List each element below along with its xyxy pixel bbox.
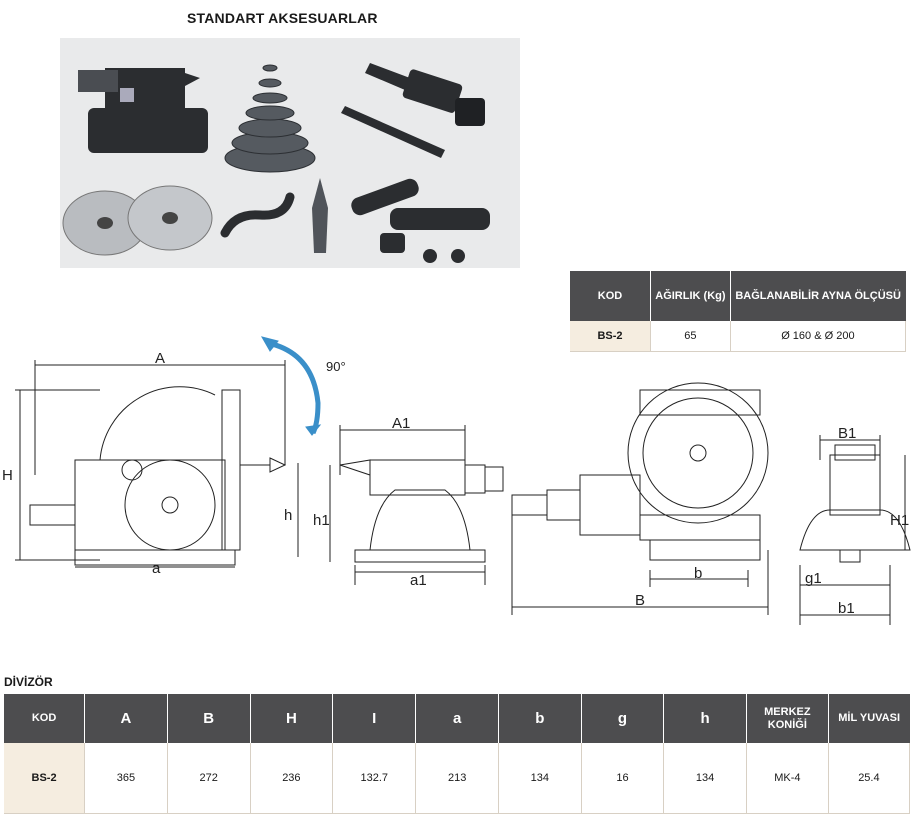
- label-b: b: [694, 565, 702, 582]
- header-kod: KOD: [570, 271, 651, 321]
- divizor-title: DİVİZÖR: [4, 675, 53, 689]
- label-h: h: [284, 507, 292, 524]
- end-view: [799, 435, 911, 625]
- header-kod: KOD: [4, 694, 86, 743]
- weight-table-header: KOD AĞIRLIK (Kg) BAĞLANABİLİR AYNA ÖLÇÜS…: [570, 271, 906, 321]
- cell-A: 365: [84, 743, 168, 814]
- cell-B: 272: [167, 743, 251, 814]
- cell-center-taper: MK-4: [746, 743, 829, 814]
- cell-code: BS-2: [4, 743, 86, 814]
- gear-set-image: [224, 64, 316, 173]
- cell-b: 134: [498, 743, 582, 814]
- table-row: BS-2 65 Ø 160 & Ø 200: [570, 321, 907, 352]
- header-center-taper: MERKEZ KONİĞİ: [746, 694, 829, 743]
- cell-weight: 65: [650, 321, 731, 352]
- arbor-image: [341, 63, 485, 158]
- cell-chuck-size: Ø 160 & Ø 200: [730, 321, 907, 352]
- dividing-head-front-view: [511, 382, 769, 615]
- header-h: h: [663, 694, 747, 743]
- label-A1: A1: [392, 415, 410, 432]
- table-row: BS-2 365 272 236 132.7 213 134 16 134 MK…: [4, 743, 911, 814]
- dimension-table-header: KOD A B H I a b g h MERKEZ KONİĞİ MİL YU…: [4, 694, 910, 743]
- cell-I: 132.7: [332, 743, 417, 814]
- tailstock-view: [329, 425, 504, 585]
- header-H: H: [250, 694, 334, 743]
- cell-code: BS-2: [570, 321, 651, 352]
- label-a: a: [152, 560, 161, 577]
- cell-shaft-bore: 25.4: [828, 743, 911, 814]
- label-A: A: [155, 350, 165, 367]
- clamp-image: [351, 178, 490, 263]
- label-b1: b1: [838, 600, 855, 617]
- header-b: b: [498, 694, 582, 743]
- index-plates-image: [62, 185, 213, 256]
- label-a1: a1: [410, 572, 427, 589]
- cell-h: 134: [663, 743, 747, 814]
- header-weight: AĞIRLIK (Kg): [650, 271, 731, 321]
- label-90-degree: 90°: [326, 359, 346, 374]
- label-H1: H1: [890, 512, 909, 529]
- cell-H: 236: [250, 743, 334, 814]
- weight-table: KOD AĞIRLIK (Kg) BAĞLANABİLİR AYNA ÖLÇÜS…: [570, 271, 907, 352]
- dimension-table: KOD A B H I a b g h MERKEZ KONİĞİ MİL YU…: [4, 694, 911, 814]
- label-B: B: [635, 592, 645, 609]
- technical-drawing: A 90° H h a A1 h1 a1 b B B1 H1 g1 b1: [2, 336, 911, 625]
- label-h1: h1: [313, 512, 330, 529]
- header-shaft-bore: MİL YUVASI: [828, 694, 910, 743]
- label-g1: g1: [805, 570, 822, 587]
- header-A: A: [84, 694, 168, 743]
- header-chuck-size: BAĞLANABİLİR AYNA ÖLÇÜSÜ: [730, 271, 906, 321]
- header-g: g: [581, 694, 665, 743]
- cell-a: 213: [415, 743, 499, 814]
- accessories-title: STANDART AKSESUARLAR: [187, 10, 378, 26]
- driver-dog-image: [220, 192, 295, 238]
- accessories-photo: [60, 38, 520, 268]
- header-B: B: [167, 694, 251, 743]
- header-I: I: [332, 694, 417, 743]
- dead-center-image: [312, 178, 328, 253]
- header-a: a: [415, 694, 499, 743]
- cell-g: 16: [581, 743, 665, 814]
- dividing-head-view: [15, 360, 299, 568]
- label-H: H: [2, 467, 13, 484]
- label-B1: B1: [838, 425, 856, 442]
- tailstock-image: [78, 68, 208, 153]
